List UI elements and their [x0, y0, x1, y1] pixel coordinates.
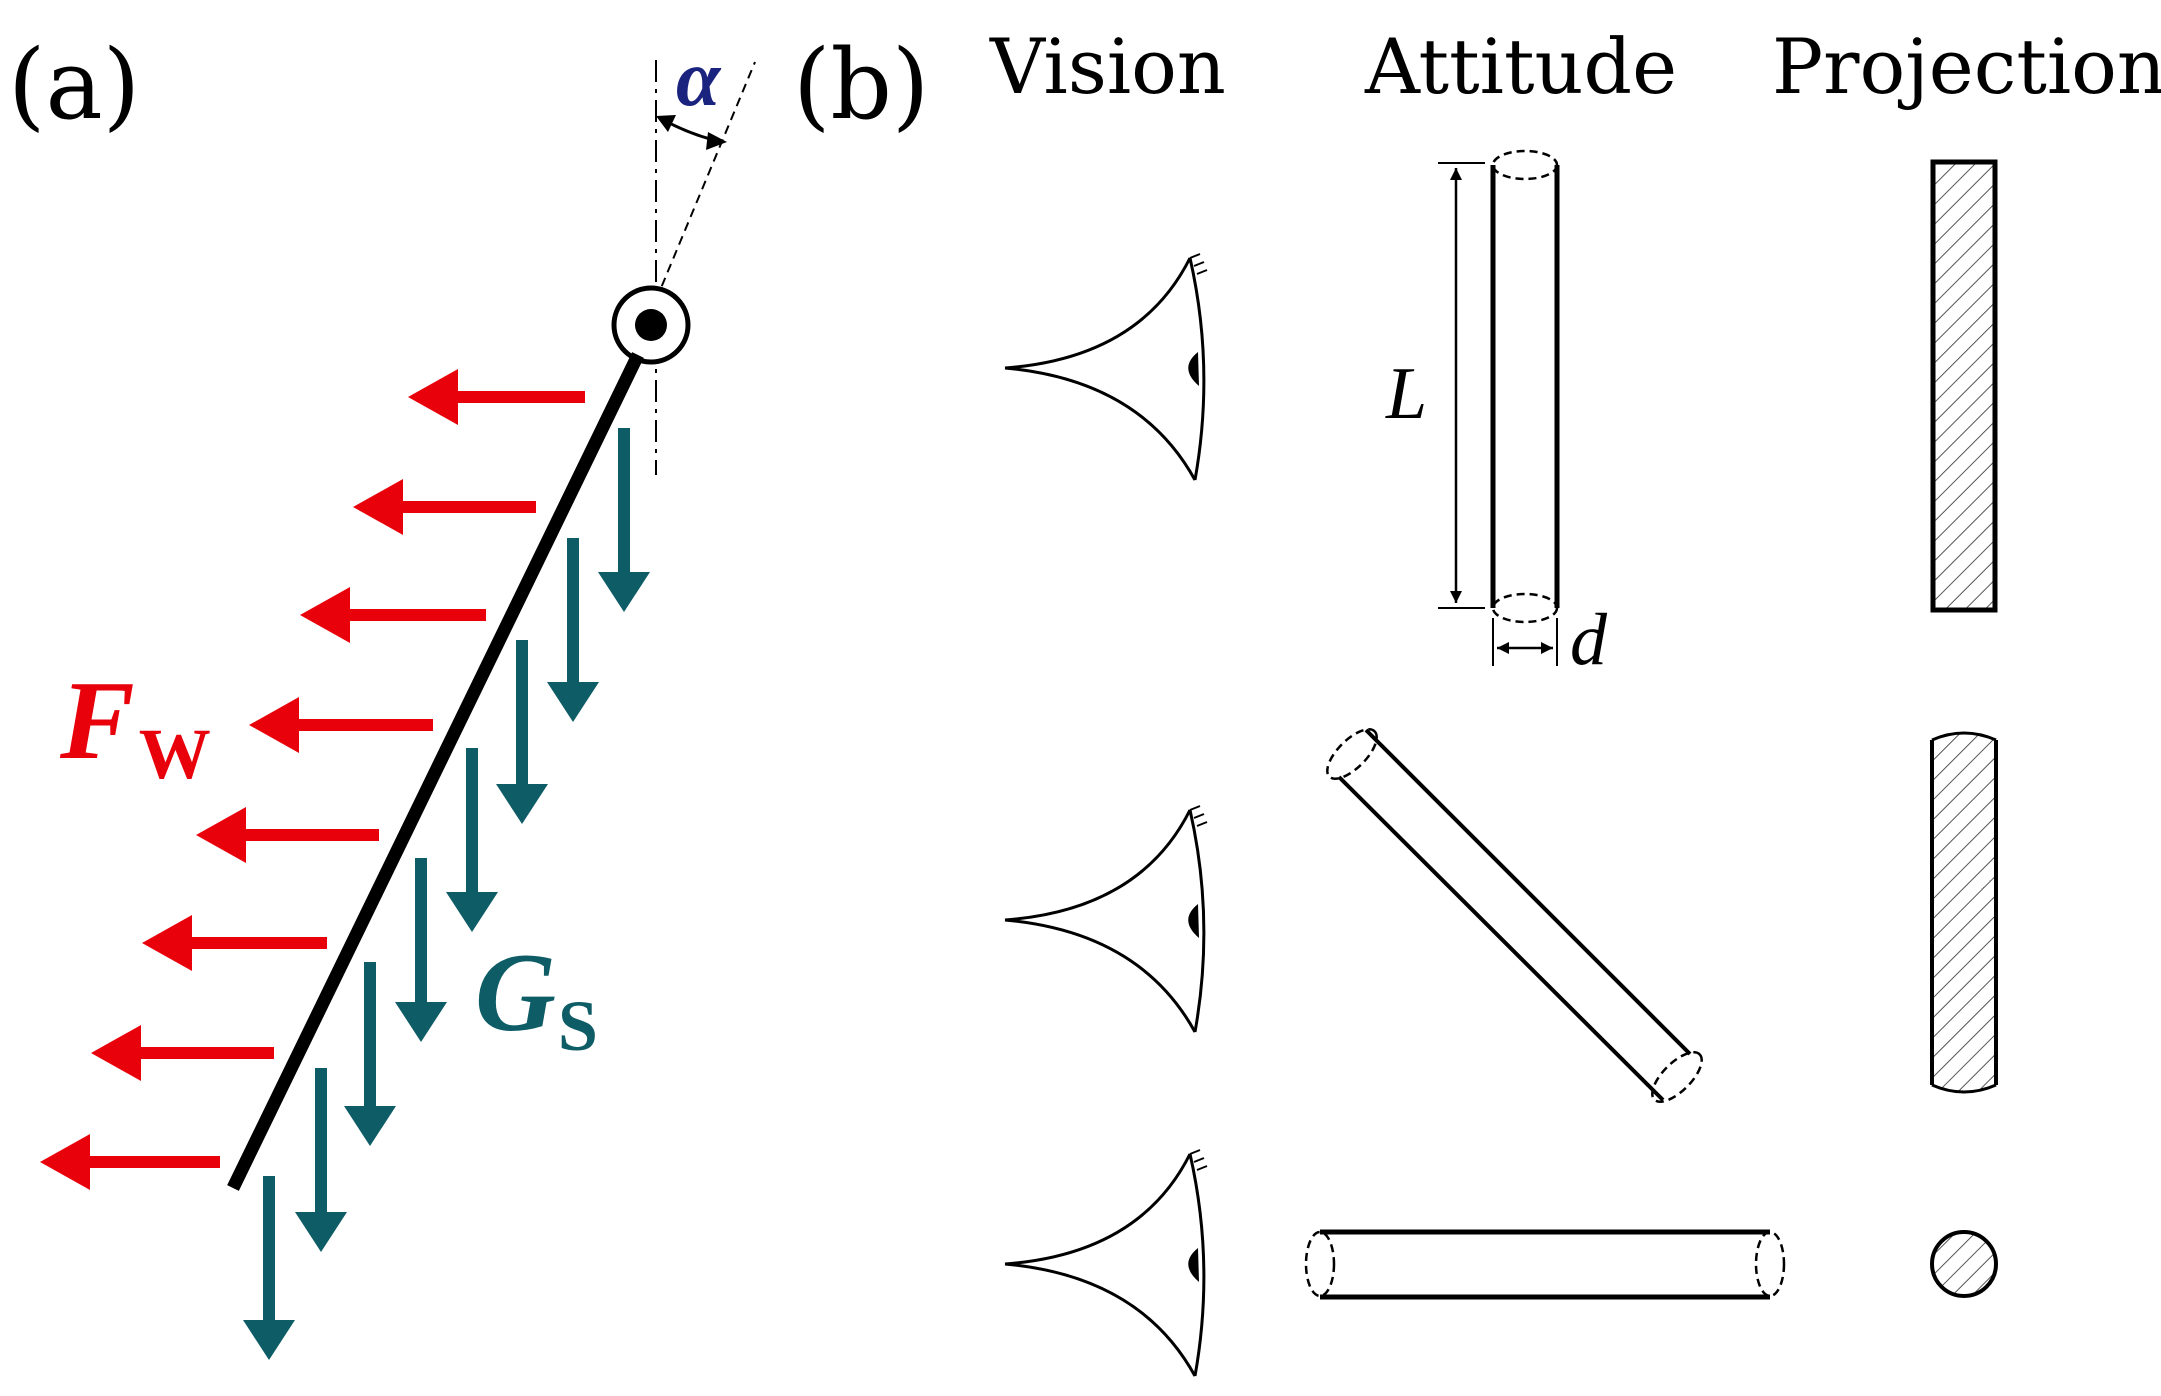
eye-icon [1004, 253, 1208, 481]
column-header-attitude: Attitude [1364, 22, 1677, 111]
panel-b: (b) Vision Attitude Projection [793, 22, 2161, 1377]
gravity-symbol: G [475, 931, 556, 1055]
column-header-vision: Vision [989, 22, 1226, 111]
inclined-reference-line [655, 61, 756, 301]
diameter-dimension [1492, 618, 1558, 666]
gravity-arrow [446, 748, 498, 932]
wind-force-arrow [408, 369, 585, 425]
wind-force-arrow [196, 807, 379, 863]
gravity-arrow [496, 640, 548, 824]
wind-force-arrows [40, 369, 585, 1190]
wind-force-label: FW [59, 659, 211, 794]
eye-icon [1004, 1149, 1208, 1377]
wind-force-subscript: W [139, 714, 211, 794]
hinge-pivot [635, 309, 667, 341]
projection-rectangle-vertical [1930, 159, 1998, 613]
rod [227, 352, 644, 1191]
angle-symbol: α [676, 35, 722, 123]
gravity-arrow [243, 1176, 295, 1360]
gravity-label: GS [475, 931, 598, 1066]
wind-force-arrow [353, 479, 536, 535]
angle-arrowhead-right [706, 132, 727, 150]
gravity-arrows [243, 428, 650, 1360]
eye-icon [1004, 805, 1208, 1033]
angle-arrowhead-left [656, 115, 676, 132]
wind-force-arrow [249, 697, 433, 753]
length-label: L [1385, 353, 1427, 435]
gravity-subscript: S [558, 986, 598, 1066]
length-dimension [1438, 162, 1485, 609]
cylinder-horizontal [1304, 1229, 1786, 1300]
panel-b-label: (b) [793, 29, 929, 141]
projection-rectangle-inclined [1930, 731, 1998, 1094]
gravity-arrow [547, 538, 599, 722]
wind-force-arrow [40, 1134, 220, 1190]
wind-force-arrow [300, 587, 486, 643]
wind-force-symbol: F [59, 659, 135, 783]
gravity-arrow [295, 1068, 347, 1252]
diameter-label: d [1570, 599, 1608, 681]
gravity-arrow [395, 858, 447, 1042]
cylinder-inclined [1326, 728, 1703, 1103]
gravity-arrow [344, 962, 396, 1146]
projection-circle [1930, 1230, 1998, 1298]
wind-force-arrow [91, 1025, 274, 1081]
cylinder-vertical [1490, 149, 1560, 624]
column-header-projection: Projection [1772, 22, 2161, 111]
gravity-arrow [598, 428, 650, 612]
panel-a-label: (a) [8, 29, 140, 141]
wind-force-arrow [142, 915, 327, 971]
panel-a: (a) α [8, 29, 756, 1360]
